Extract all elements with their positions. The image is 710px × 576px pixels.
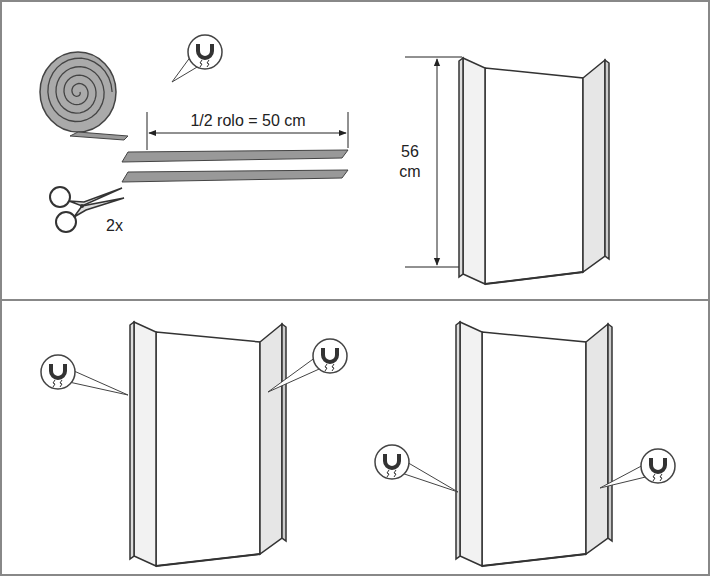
scissors-handle (56, 212, 76, 232)
u-channel (282, 324, 286, 541)
dimension-line (437, 59, 438, 265)
u-channel (260, 324, 282, 554)
dimension-label: 56 cm (393, 142, 427, 182)
dimension-label: 1/2 rolo = 50 cm (190, 111, 305, 131)
callout-tail (404, 463, 458, 492)
extension-line (405, 267, 462, 268)
spiral (48, 58, 112, 121)
u-channel (463, 58, 485, 284)
magnet-icon (385, 453, 399, 468)
magnet-sparks (653, 474, 662, 481)
magnet-pole (49, 362, 67, 364)
extension-line (147, 112, 148, 150)
u-channel (459, 58, 463, 277)
magnet-callout (188, 35, 222, 69)
magnet-pole (196, 42, 214, 44)
dimension-line (149, 133, 346, 134)
magnet-pole (649, 456, 667, 458)
magnet-callout (375, 445, 409, 479)
u-channel (605, 60, 609, 259)
magnet-callout (41, 355, 75, 389)
callout-tail (268, 359, 319, 392)
magnet-icon (651, 457, 665, 472)
magnet-sparks (325, 364, 334, 371)
u-channel-edge (485, 272, 583, 284)
scissors-pivot (80, 204, 84, 208)
u-channel (485, 68, 583, 284)
extension-line (405, 57, 462, 58)
magnet-sparks (200, 60, 209, 67)
u-channel (130, 322, 134, 559)
magnet-sparks (387, 470, 396, 477)
magnet-callout (641, 449, 675, 483)
u-channel (583, 60, 605, 272)
u-channel (586, 324, 608, 554)
u-channel (608, 324, 612, 541)
quantity-label: 2x (106, 216, 123, 236)
strip (122, 170, 348, 182)
u-channel-edge (156, 554, 260, 566)
magnet-pole (321, 346, 339, 348)
u-channel-edge (482, 554, 586, 566)
callout-tail (600, 466, 645, 488)
scissors-handle (50, 187, 70, 207)
u-channel (456, 322, 460, 559)
u-channel (482, 332, 586, 566)
tape-roll (40, 52, 116, 132)
u-channel (460, 322, 482, 566)
magnet-pole (383, 452, 401, 454)
u-channel (134, 322, 156, 566)
callout-tail (71, 371, 128, 395)
magnet-icon (51, 363, 65, 378)
extension-line (348, 112, 349, 148)
tape-end (70, 132, 128, 140)
divider (1, 299, 709, 301)
magnet-icon (198, 43, 212, 58)
magnet-icon (323, 347, 337, 362)
magnet-callout (313, 339, 347, 373)
u-channel (156, 332, 260, 566)
scissors-blade (74, 198, 124, 217)
strip (122, 150, 348, 162)
magnet-sparks (53, 380, 62, 387)
